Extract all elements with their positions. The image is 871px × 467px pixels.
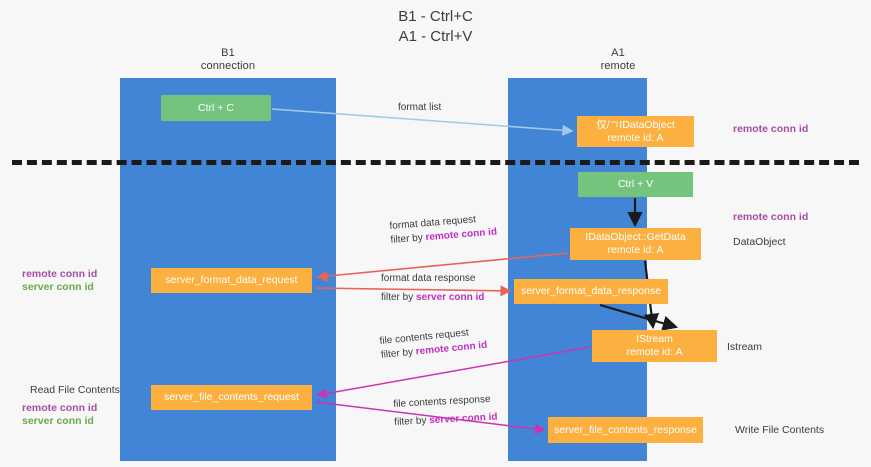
lane-header-b1: B1 connection [150,47,306,73]
node-idataobject[interactable]: 仅/ㄱIDataObject remote id: A [577,116,694,147]
node-sfd-request-label: server_format_data_request [165,274,298,286]
node-server-file-contents-response[interactable]: server_file_contents_response [548,417,703,443]
lane-a1-role: remote [600,60,636,72]
edge-label-format-data-request: format data request filter by remote con… [389,212,498,248]
edge-label-format-list-text: format list [398,102,442,113]
edge-label-fdreq-filter-prefix: filter by [390,232,426,246]
title-line-2: A1 - Ctrl+V [398,28,473,45]
node-istream-label: IStream [636,333,673,345]
edge-label-fdres-filter-key: server conn id [416,292,485,303]
edge-label-fdres-main: format data response [381,273,476,284]
note-left-read-file-contents: Read File Contents [30,384,120,396]
edge-label-file-contents-request: file contents request filter by remote c… [379,325,488,363]
node-idataobject-label: 仅/ㄱIDataObject [596,118,675,131]
lane-a1-name: A1 [611,47,625,59]
node-server-format-data-response[interactable]: server_format_data_response [514,279,668,304]
node-sfc-request-label: server_file_contents_request [164,391,299,403]
edge-label-fcres-main: file contents response [393,393,491,410]
node-server-file-contents-request[interactable]: server_file_contents_request [151,385,312,410]
note-left-server-conn-id-2: server conn id [22,415,94,427]
note-left-remote-conn-id: remote conn id [22,268,98,280]
phase-divider [12,160,859,165]
note-right-remote-conn-id-mid: remote conn id [733,211,809,223]
lane-b1-name: B1 [221,47,235,59]
edge-label-fdres-filter: filter by server conn id [381,291,484,305]
edge-label-fdres-filter-prefix: filter by [381,292,417,303]
note-right-dataobject: DataObject [733,236,786,248]
node-istream-sublabel: remote id: A [626,346,683,358]
title-line-1: B1 - Ctrl+C [398,8,473,25]
edge-label-fcres-filter-key: server conn id [428,411,498,427]
node-ctrl-v[interactable]: Ctrl + V [578,172,693,197]
edge-label-fcres-filter: filter by server conn id [394,411,498,430]
edge-label-fcres-filter-prefix: filter by [393,415,430,428]
node-server-format-data-request[interactable]: server_format_data_request [151,268,312,293]
note-right-istream: Istream [727,341,763,353]
node-idataobject-getdata[interactable]: IDataObject::GetData remote id: A [570,228,701,260]
edge-label-format-list: format list [398,101,441,115]
note-left-server-conn-id: server conn id [22,281,94,293]
page-title: B1 - Ctrl+C A1 - Ctrl+V [0,7,871,47]
note-left-conn-ids-bottom: remote conn id server conn id [22,402,97,428]
node-istream[interactable]: IStream remote id: A [592,330,717,362]
node-idataobject-sublabel: remote id: A [607,131,664,144]
node-sfc-response-label: server_file_contents_response [553,423,697,436]
node-ctrl-c-label: Ctrl + C [198,101,234,114]
note-left-remote-conn-id-2: remote conn id [22,402,98,414]
node-sfd-response-label: server_format_data_response [520,285,662,297]
node-ctrl-c[interactable]: Ctrl + C [161,95,271,121]
node-ctrl-v-label: Ctrl + V [617,178,654,190]
node-getdata-sublabel: remote id: A [607,244,664,256]
node-getdata-label: IDataObject::GetData [585,231,686,243]
edge-label-file-contents-response: file contents response filter by server … [393,393,498,430]
lane-header-a1: A1 remote [540,47,696,73]
lane-b1-role: connection [200,60,256,72]
note-left-conn-ids-top: remote conn id server conn id [22,268,97,294]
edge-label-fcreq-filter-prefix: filter by [380,346,417,361]
edge-label-format-data-response: format data response filter by server co… [381,272,484,305]
note-right-write-file-contents: Write File Contents [735,424,825,436]
note-right-remote-conn-id-top: remote conn id [733,123,809,135]
